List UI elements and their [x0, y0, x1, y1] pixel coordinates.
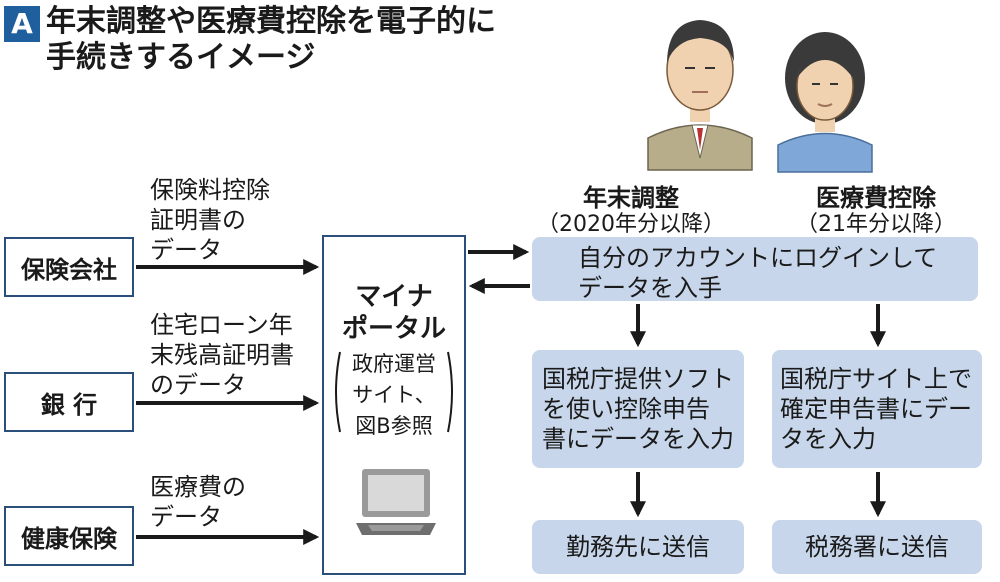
portal-note-line: 政府運営	[352, 352, 436, 376]
login-line: 自分のアカウントにログインして	[578, 244, 938, 272]
portal-note-line: サイト、	[352, 383, 436, 407]
login-line: データを入手	[578, 274, 722, 302]
step-line: を使い控除申告	[542, 395, 710, 423]
portal-note-line: 図B参照	[355, 414, 433, 438]
title-line-2: 手続きするイメージ	[46, 40, 316, 75]
column-title-medical: 医療費控除	[816, 184, 936, 212]
myna-portal-box: マイナ ポータル 政府運営 サイト、 図B参照	[322, 235, 466, 575]
send-box-employer: 勤務先に送信	[532, 520, 744, 574]
step-box-year-end: 国税庁提供ソフト を使い控除申告 書にデータを入力	[532, 350, 744, 468]
label-line: のデータ	[150, 371, 246, 399]
laptop-icon	[356, 469, 436, 535]
source-label-insurance: 保険料控除 証明書の データ	[150, 175, 270, 265]
step-line: 国税庁サイト上で	[780, 365, 972, 393]
title-line-1: 年末調整や医療費控除を電子的に	[46, 4, 496, 39]
bracket-left	[335, 351, 341, 433]
step-line: タを入力	[780, 425, 876, 453]
woman-icon	[777, 32, 873, 173]
label-line: 住宅ローン年	[150, 311, 293, 339]
column-sub-year-end: （2020年分以降）	[537, 212, 725, 237]
section-badge: A	[4, 6, 40, 42]
label-line: データ	[150, 503, 222, 531]
column-title-year-end: 年末調整	[583, 184, 679, 212]
portal-title-line: ポータル	[341, 314, 446, 344]
step-line: 確定申告書にデー	[780, 395, 972, 423]
source-box-bank: 銀 行	[4, 372, 134, 432]
step-line: 書にデータを入力	[542, 425, 734, 453]
man-icon	[647, 20, 753, 171]
send-box-tax-office: 税務署に送信	[772, 520, 982, 574]
source-label-bank: 住宅ローン年 末残高証明書 のデータ	[150, 310, 294, 400]
label-line: 証明書の	[150, 206, 246, 234]
step-box-medical: 国税庁サイト上で 確定申告書にデー タを入力	[772, 350, 982, 468]
label-line: 保険料控除	[150, 176, 270, 204]
portal-title-line: マイナ	[355, 282, 433, 312]
column-sub-medical: （21年分以降）	[796, 212, 956, 237]
source-box-insurance: 保険会社	[4, 237, 134, 297]
label-line: 医療費の	[150, 473, 246, 501]
source-label-health-insurance: 医療費の データ	[150, 472, 246, 532]
bracket-right	[447, 351, 453, 433]
login-box: 自分のアカウントにログインして データを入手	[532, 237, 978, 302]
step-line: 国税庁提供ソフト	[542, 365, 734, 393]
portal-note: 政府運営 サイト、 図B参照	[336, 349, 452, 449]
label-line: データ	[150, 236, 222, 264]
label-line: 末残高証明書	[150, 341, 294, 369]
source-box-health-insurance: 健康保険	[4, 506, 134, 566]
